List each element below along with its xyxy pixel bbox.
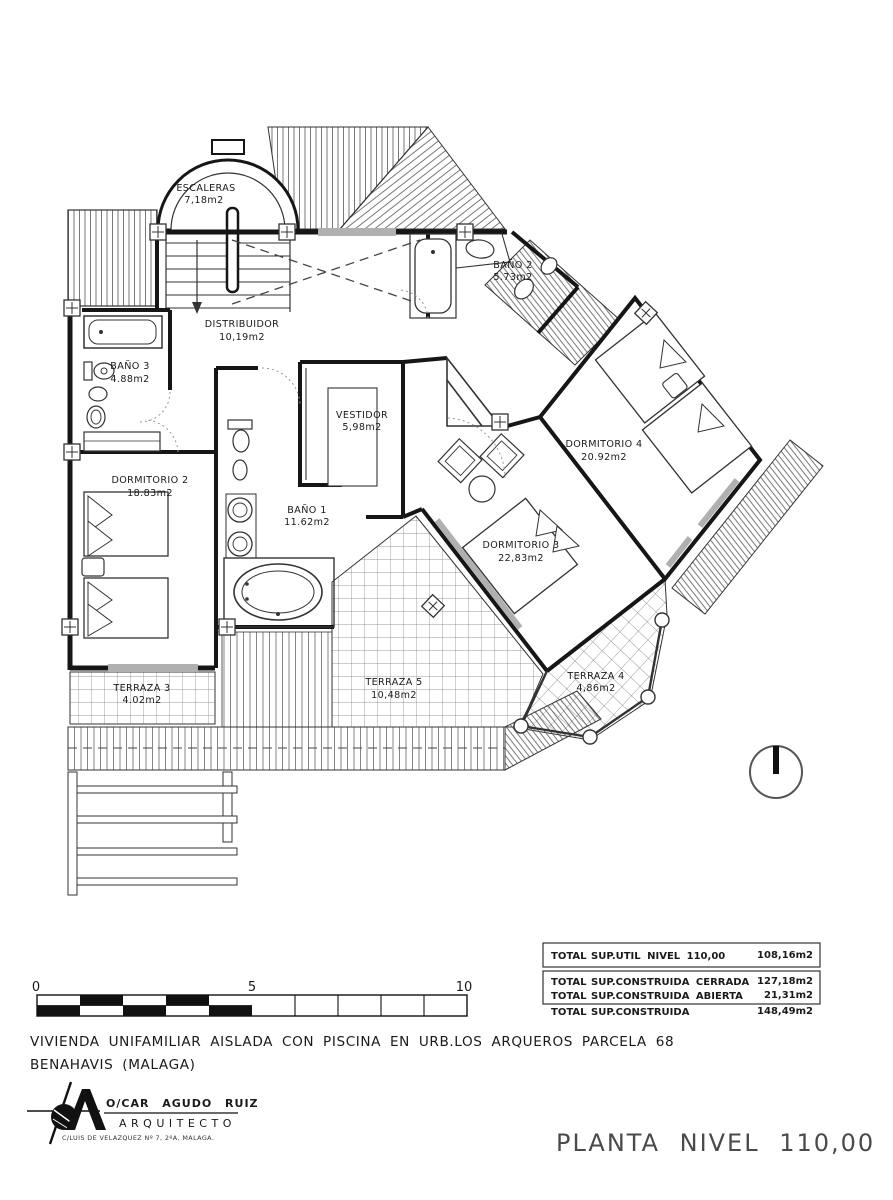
terrace-railing [513, 612, 670, 745]
staircase [156, 139, 300, 314]
svg-text:4.88m2: 4.88m2 [110, 374, 149, 385]
pergola-beams [67, 771, 238, 896]
totals-table: TOTAL SUP.UTIL NIVEL 110,00 108,16m2 TOT… [542, 942, 821, 1018]
door-swings [139, 289, 506, 479]
architect-stamp: O/CAR AGUDO RUIZ ARQUITECTO C/LUIS DE VE… [27, 1081, 259, 1145]
svg-text:11.62m2: 11.62m2 [284, 517, 330, 528]
room-label-bano-2: BAÑO 2 [493, 258, 532, 271]
svg-text:10: 10 [456, 980, 473, 995]
room-label-dormitorio-2: DORMITORIO 2 [111, 475, 188, 486]
svg-text:22,83m2: 22,83m2 [498, 553, 544, 564]
svg-text:SUP.CONSTRUIDA ABIERTA: SUP.CONSTRUIDA ABIERTA [591, 991, 743, 1002]
svg-text:TOTAL: TOTAL [551, 991, 587, 1002]
bath-2-fixtures [409, 233, 558, 319]
svg-text:5: 5 [248, 980, 256, 995]
svg-text:4.02m2: 4.02m2 [122, 695, 161, 706]
svg-text:127,18m2: 127,18m2 [757, 976, 813, 987]
svg-text:TOTAL: TOTAL [551, 1007, 587, 1018]
bath-3-fixtures [83, 315, 163, 429]
architect-address: C/LUIS DE VELAZQUEZ Nº 7, 2ºA, MALAGA. [62, 1134, 214, 1142]
vestidor-closet [305, 368, 378, 487]
project-title: VIVIENDA UNIFAMILIAR AISLADA CON PISCINA… [30, 1034, 674, 1073]
svg-text:5.73m2: 5.73m2 [493, 272, 532, 283]
project-title-line1: VIVIENDA UNIFAMILIAR AISLADA CON PISCINA… [30, 1034, 674, 1050]
roof-strip-upper [484, 239, 621, 366]
room-label-dormitorio-3: DORMITORIO 3 [482, 540, 559, 551]
svg-text:SUP.UTIL NIVEL 110,00: SUP.UTIL NIVEL 110,00 [591, 951, 725, 962]
svg-text:148,49m2: 148,49m2 [757, 1006, 813, 1017]
void-cross [231, 239, 421, 305]
bath-1-fixtures [223, 419, 335, 628]
svg-text:10,19m2: 10,19m2 [219, 332, 265, 343]
north-arrow-icon [749, 745, 803, 799]
svg-text:7,18m2: 7,18m2 [184, 195, 223, 206]
svg-text:21,31m2: 21,31m2 [764, 990, 813, 1001]
svg-text:18.83m2: 18.83m2 [127, 488, 173, 499]
svg-text:108,16m2: 108,16m2 [757, 950, 813, 961]
architect-name: O/CAR AGUDO RUIZ [106, 1097, 259, 1110]
stair-direction-arrow [192, 240, 202, 314]
scale-bar: 0 5 10 [32, 980, 473, 1017]
room-label-vestidor: VESTIDOR [336, 410, 388, 421]
architect-title: ARQUITECTO [119, 1117, 236, 1130]
room-label-escaleras: ESCALERAS [176, 183, 235, 194]
corner-closet [446, 355, 502, 427]
table-row-label: TOTAL [551, 951, 587, 962]
room-label-bano-3: BAÑO 3 [110, 359, 149, 372]
windows [108, 228, 740, 672]
svg-text:5,98m2: 5,98m2 [342, 422, 381, 433]
room-label-dormitorio-4: DORMITORIO 4 [565, 439, 642, 450]
svg-text:0: 0 [32, 980, 40, 995]
plan-title: PLANTA NIVEL 110,00 [556, 1129, 875, 1157]
deck-steps-hatch [221, 631, 333, 728]
wall-markers [61, 223, 659, 636]
bedroom-3-furniture [437, 432, 581, 615]
roof-plan [267, 126, 507, 230]
room-label-terraza-4: TERRAZA 4 [566, 671, 624, 682]
svg-text:20.92m2: 20.92m2 [581, 452, 627, 463]
svg-text:10,48m2: 10,48m2 [371, 690, 417, 701]
room-labels: ESCALERAS 7,18m2 DISTRIBUIDOR 10,19m2 BA… [110, 183, 642, 706]
svg-text:SUP.CONSTRUIDA: SUP.CONSTRUIDA [591, 1007, 690, 1018]
room-label-bano-1: BAÑO 1 [287, 503, 326, 516]
architect-logo-icon [27, 1081, 106, 1145]
bedroom-2-furniture [81, 431, 169, 639]
svg-text:SUP.CONSTRUIDA CERRADA: SUP.CONSTRUIDA CERRADA [591, 977, 750, 988]
bedroom-4-furniture [594, 312, 753, 494]
roof-strip-right [671, 439, 824, 615]
terrace-top-left [67, 209, 158, 307]
svg-text:TOTAL: TOTAL [551, 977, 587, 988]
room-label-terraza-3: TERRAZA 3 [112, 683, 170, 694]
room-label-terraza-5: TERRAZA 5 [364, 677, 422, 688]
svg-text:4,86m2: 4,86m2 [576, 683, 615, 694]
project-title-line2: BENAHAVIS (MALAGA) [30, 1057, 196, 1073]
terraza-3-hatch [69, 671, 216, 725]
room-label-distribuidor: DISTRIBUIDOR [205, 319, 280, 330]
